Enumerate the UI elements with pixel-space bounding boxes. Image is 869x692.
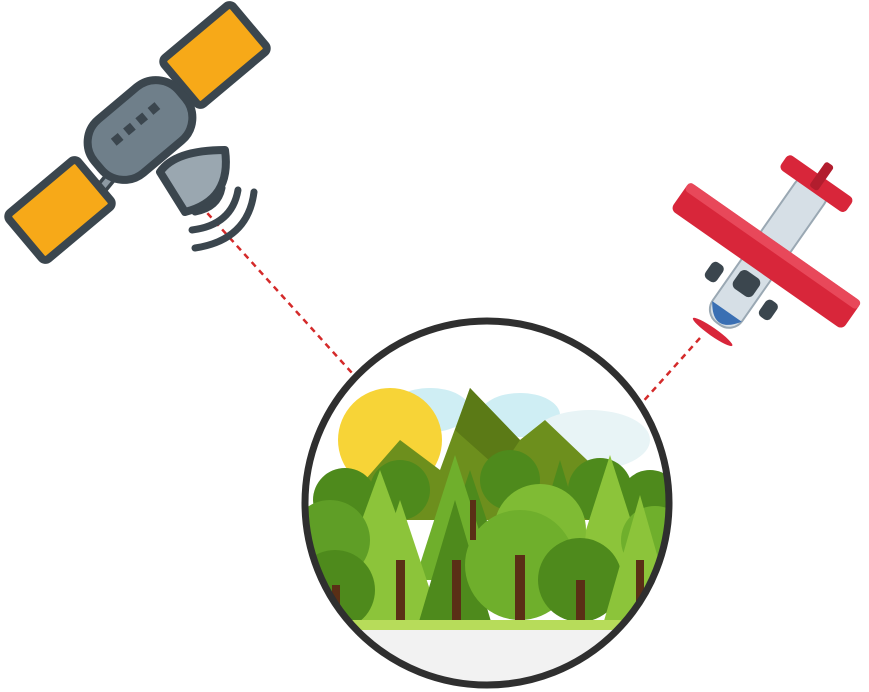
solar-panel-lower: [6, 158, 114, 262]
satellite-to-forest-link: [200, 205, 352, 373]
forest-landscape-icon: [290, 320, 689, 692]
airplane-to-forest-link: [640, 338, 700, 405]
satellite-icon: [6, 3, 269, 262]
airplane-icon: [624, 104, 869, 396]
